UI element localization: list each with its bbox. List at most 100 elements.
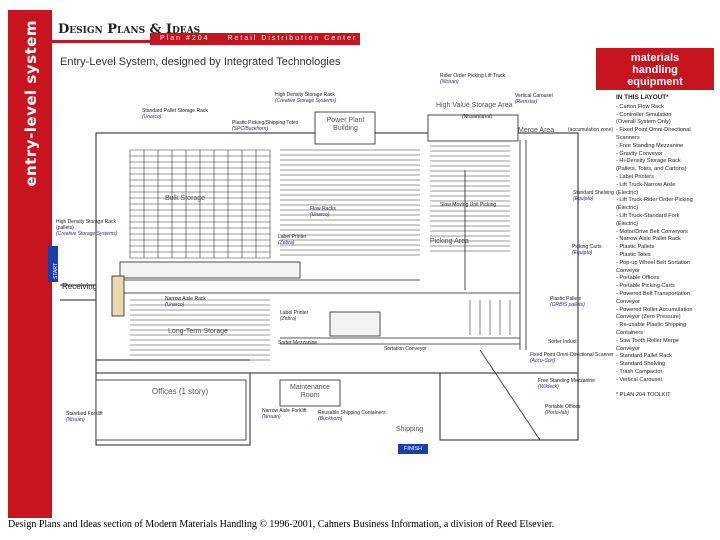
equipment-item: - Saw Tooth Roller Merge [616,337,680,344]
callout-label: Sorter Induct [548,339,577,345]
equipment-callout: Label Printer(Zebra) [280,310,308,322]
equipment-callout: Picking Carts(Equipto) [572,244,601,256]
equipment-callout: Sortation Conveyor [384,346,427,352]
callout-label: Flow Racks [310,206,336,212]
callout-vendor: (Wildeck) [538,384,559,390]
equipment-item: - Vertical Carousel [616,376,662,383]
equipment-callout: Standard Forklift(Nissan) [66,411,103,423]
equipment-item: - Re-usable Plastic Shipping [616,322,687,329]
callout-vendor: (Unarco) [165,302,185,308]
equipment-item: * PLAN 204 TOOLKIT [616,392,671,399]
picking-area-label: Picking Area [430,238,469,245]
callout-label: Narrow Aisle Forklift [262,408,307,414]
equipment-callout: Plastic Picking/Shipping Totes(SPC/Buckh… [232,120,298,132]
equipment-callout: Free Standing Mezzanine(Wildeck) [538,378,595,390]
equipment-item: - Fixed Point Omni-Directional [616,127,691,134]
equipment-callout: Narrow Aisle Rack(Unarco) [165,296,206,308]
shipping-label: Shipping [396,426,424,433]
power-plant-label: Power Plant Building [326,117,365,132]
equipment-item: Containers [616,329,644,336]
callout-label: Portable Offices [545,404,581,410]
callout-label: High Density Storage Rack [275,92,336,98]
equipment-item: (Electric) [616,205,639,212]
equipment-item: - Controller Simulation [616,111,672,118]
equipment-callout: Rider Order Picking Lift Truck(Nissan) [440,73,505,85]
callout-vendor: (Equipto) [573,196,594,202]
callout-label: (accumulation zone) [568,127,614,133]
sidebar-band [8,10,52,518]
equipment-callout: High Density Storage Rack(Creative Stora… [275,92,336,104]
maintenance-label: Maintenance Room [289,384,331,399]
equipment-item: Conveyor [616,345,640,352]
equipment-item: Conveyor [616,267,640,274]
callout-vendor: (ORBIS pallets) [550,302,585,308]
callout-vendor: (Porta-fab) [545,410,569,416]
equipment-item: - Powered Belt Transportation [616,290,690,297]
merge-area-label: Merge Area [518,127,555,134]
start-marker: START [48,246,59,282]
equipment-item: - Lift Truck-Standard Fork [616,212,680,219]
callout-vendor: (SPC/Buckhorn) [232,126,269,132]
equipment-item: - Plastic Totes [616,251,651,258]
callout-vendor: (Creative Storage Systems) [56,231,118,237]
callout-label: Standard Forklift [66,411,103,417]
callout-vendor: (Unarco) [142,114,162,120]
equipment-item: - Pop-up Wheel Belt Sortation [616,259,690,266]
high-value-area-label: High Value Storage Area [436,102,513,109]
equipment-item: - Standard Shelving [616,361,666,368]
callout-label: Free Standing Mezzanine [538,378,595,384]
callout-label: Sortation Conveyor [384,346,427,352]
callout-label: Slow Moving Unit Picking [440,202,497,208]
offices-label: Offices (1 story) [151,387,209,396]
equipment-callout: Plastic Pallets(ORBIS pallets) [550,296,585,308]
callout-label: High Density Storage Rack [56,219,117,225]
equipment-item: - Free Standing Mezzanine [616,142,684,149]
equipment-item: - Lift Truck-Rider Order Picking [616,197,693,204]
finish-marker: FINISH [398,444,428,454]
system-title: Entry-Level System, designed by Integrat… [60,56,341,68]
equipment-item: (Electric) [616,220,639,227]
plan-number: Plan #204 [160,35,210,42]
equipment-item: - Portable Offices [616,275,660,282]
callout-label: Fixed Point Omni-Directional Scanner [530,352,614,358]
equipment-item: - Plastic Pallets [616,244,655,251]
callout-label: Picking Carts [572,244,602,250]
receiving-label: Receiving [62,282,98,291]
equipment-item: Conveyor (Zero Pressure) [616,314,681,321]
conveyor-lines [120,140,541,441]
callout-label: Label Printer [278,234,307,240]
equipment-callout: Standard Shelving(Equipto) [573,190,614,202]
callout-vendor: (Creative Storage Systems) [275,98,337,104]
equipment-callout: High Density Storage Rack(pallets)(Creat… [56,219,117,237]
equipment-item: Scanners [616,134,640,141]
equipment-callout: Sorter Induct [548,339,577,345]
equipment-item: - Standard Pallet Rack [616,353,672,360]
callout-vendor: (Remstar) [515,99,538,105]
callout-label: Narrow Aisle Rack [165,296,206,302]
equipment-callout: Fixed Point Omni-Directional Scanner(Acc… [530,352,614,364]
callout-label: Standard Shelving [573,190,614,196]
equipment-callout: Label Printer(Zebra) [278,234,306,246]
callout-label: Plastic Picking/Shipping Totes [232,120,299,126]
equipment-item: - Portable Picking Carts [616,283,675,290]
equipment-item: - Gravity Conveyor [616,150,663,157]
callout-vendor: (Unarco) [310,212,330,218]
callout-vendor: (Nissan) [262,414,281,420]
callout-vendor: (Nissan) [440,79,459,85]
callout-sub: (pallets) [56,225,74,231]
equipment-callout: Reusable Shipping Containers(Buckhorn) [318,410,386,422]
callout-vendor: (Accu-Sort) [530,358,556,364]
equipment-list-header: IN THIS LAYOUT* [616,94,669,101]
footer-credit: Design Plans and Ideas section of Modern… [8,519,555,530]
equipment-item: (Pallets, Totes, and Cartons) [616,166,687,173]
callout-label: Standard Pallet Storage Rack [142,108,208,114]
callout-label: Sorter Mezzanine [278,340,318,346]
callout-label: Rider Order Picking Lift Truck [440,73,506,79]
plan-title: Retail Distribution Center [227,35,358,42]
equipment-callout: (Nissan/area) [462,114,492,120]
equipment-item: - Motor/Drive Belt Conveyors [616,228,688,235]
equipment-callout: Flow Racks(Unarco) [310,206,336,218]
equipment-panel-title: materials handling equipment [596,48,714,90]
callout-label: Label Printer [280,310,309,316]
